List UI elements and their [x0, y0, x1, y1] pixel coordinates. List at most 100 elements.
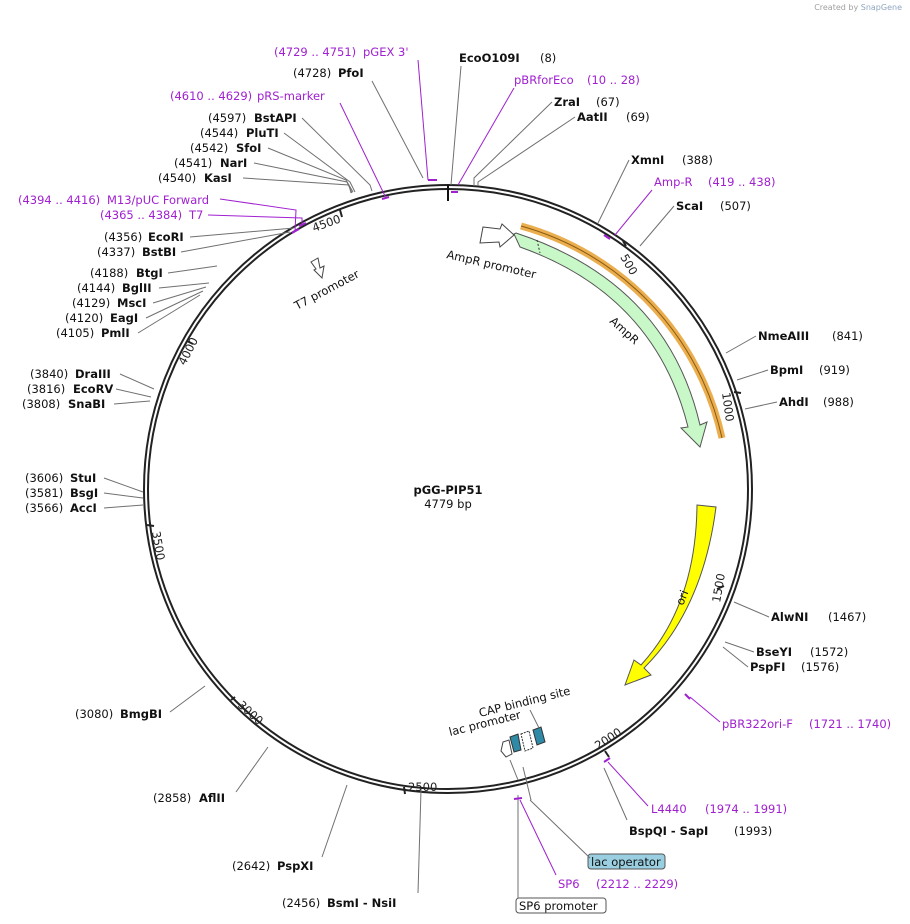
primer-name-prs-marker: pRS-marker	[257, 89, 325, 103]
enzyme-name: NarI	[220, 156, 247, 170]
scale-ticks	[146, 209, 742, 795]
enzyme-name: KasI	[204, 171, 232, 185]
enzyme-position: (4542)	[190, 141, 228, 155]
enzyme-name: AflII	[199, 791, 225, 805]
enzyme-position: (4728)	[293, 66, 331, 80]
enzyme-position: (4105)	[56, 326, 94, 340]
primer-range-t7: (4365 .. 4384)	[100, 208, 182, 222]
enzyme-position: (3840)	[30, 367, 68, 381]
enzyme-name: XmnI	[631, 153, 664, 167]
scale-tick-4000: 4000	[175, 335, 201, 367]
enzyme-name: SnaBI	[68, 397, 105, 411]
enzyme-position: (3080)	[75, 707, 113, 721]
enzyme-name: ScaI	[676, 199, 703, 213]
enzyme-position: (8)	[540, 51, 556, 65]
enzyme-name: MscI	[117, 296, 146, 310]
enzyme-position: (4541)	[174, 156, 212, 170]
enzyme-position: (919)	[819, 363, 850, 377]
enzyme-position: (4120)	[65, 311, 103, 325]
enzyme-position: (988)	[823, 395, 854, 409]
enzyme-name: BstAPI	[254, 111, 297, 125]
enzyme-position: (4129)	[72, 296, 110, 310]
enzyme-position: (2642)	[232, 859, 270, 873]
primer-range-m13-puc: (4394 .. 4416)	[18, 193, 100, 207]
primer-name-t7: T7	[188, 208, 203, 222]
plasmid-name: pGG-PIP51	[413, 483, 482, 497]
cap-binding-site-box	[532, 726, 546, 746]
enzyme-name: BglII	[122, 281, 152, 295]
enzyme-name: BmgBI	[120, 707, 162, 721]
plasmid-size: 4779 bp	[424, 497, 472, 511]
enzyme-position: (3816)	[27, 382, 65, 396]
enzyme-position: (3606)	[25, 471, 63, 485]
enzyme-name: PmlI	[101, 326, 130, 340]
enzyme-name: BspQI - SapI	[629, 824, 708, 838]
enzyme-position: (1993)	[734, 824, 772, 838]
primer-range-prs-marker: (4610 .. 4629)	[170, 89, 252, 103]
primer-name-pbrforeco: pBRforEco	[514, 73, 574, 87]
amp-r-feature-arrow	[513, 232, 708, 448]
enzyme-position: (507)	[720, 199, 751, 213]
enzyme-name: BsgI	[70, 486, 98, 500]
credit-created-by: Created by	[814, 3, 859, 12]
enzyme-name: AccI	[70, 501, 97, 515]
enzyme-position: (67)	[596, 95, 620, 109]
enzyme-name: PfoI	[338, 66, 364, 80]
primer-range-pgex3: (4729 .. 4751)	[274, 45, 356, 59]
enzyme-position: (1467)	[828, 610, 866, 624]
primer-range-pbrforeco: (10 .. 28)	[587, 73, 640, 87]
enzyme-position: (388)	[682, 153, 713, 167]
primer-name-l4440: L4440	[651, 802, 687, 816]
primer-name-pbr322ori-f: pBR322ori-F	[722, 717, 793, 731]
enzyme-name: DraIII	[75, 367, 111, 381]
amp-r-orf-line	[520, 225, 723, 439]
enzyme-position: (3566)	[25, 501, 63, 515]
enzyme-name: NmeAIII	[758, 329, 809, 343]
enzyme-position: (3581)	[25, 486, 63, 500]
lac-operator-badge	[587, 853, 666, 870]
enzyme-name: BseYI	[756, 645, 792, 659]
primer-range-pbr322ori-f: (1721 .. 1740)	[809, 717, 891, 731]
enzyme-position: (69)	[626, 110, 650, 124]
primer-range-l4440: (1974 .. 1991)	[705, 802, 787, 816]
enzyme-name: PspFI	[750, 660, 785, 674]
enzyme-name: BtgI	[136, 266, 163, 280]
enzyme-name: EcoRV	[73, 382, 113, 396]
lac-promoter-arrow	[520, 730, 534, 752]
enzyme-position: (841)	[832, 329, 863, 343]
enzyme-name: PspXI	[277, 859, 313, 873]
primer-range-amp-r: (419 .. 438)	[708, 175, 776, 189]
lac-operator-label: lac operator	[591, 855, 661, 869]
lac-operator-box	[509, 733, 522, 753]
enzyme-position: (4188)	[90, 266, 128, 280]
enzyme-name: AlwNI	[771, 610, 808, 624]
t7-promoter-label: T7 promoter	[291, 267, 362, 313]
enzyme-name: PluTI	[246, 126, 279, 140]
enzyme-position: (1572)	[810, 645, 848, 659]
enzyme-position: (4144)	[77, 281, 115, 295]
ori-label: ori	[673, 588, 692, 607]
primer-name-sp6: SP6	[558, 877, 580, 891]
enzyme-name: AatII	[577, 110, 608, 124]
amp-r-promoter-label: AmpR promoter	[445, 247, 537, 281]
enzyme-name: EcoO109I	[459, 51, 520, 65]
enzyme-name: EagI	[110, 311, 138, 325]
primer-name-amp-r: Amp-R	[654, 175, 693, 189]
enzyme-name: EcoRI	[148, 230, 184, 244]
enzyme-position: (4544)	[200, 126, 238, 140]
scale-tick-2500: 2500	[408, 780, 437, 794]
enzyme-name: SfoI	[236, 141, 261, 155]
sp6-promoter-badge	[515, 897, 607, 914]
enzyme-name: AhdI	[779, 395, 809, 409]
enzyme-name: BsmI - NsiI	[327, 896, 396, 910]
scale-tick-1000: 1000	[719, 391, 737, 422]
primer-range-sp6: (2212 .. 2229)	[596, 877, 678, 891]
enzyme-position: (4356)	[104, 230, 142, 244]
enzyme-name: ZraI	[554, 95, 580, 109]
amp-r-promoter-arrow	[479, 223, 515, 248]
enzyme-position: (1576)	[801, 660, 839, 674]
enzyme-position: (4337)	[97, 245, 135, 259]
credit: Created by SnapGene	[814, 3, 902, 12]
enzyme-position: (3808)	[22, 397, 60, 411]
